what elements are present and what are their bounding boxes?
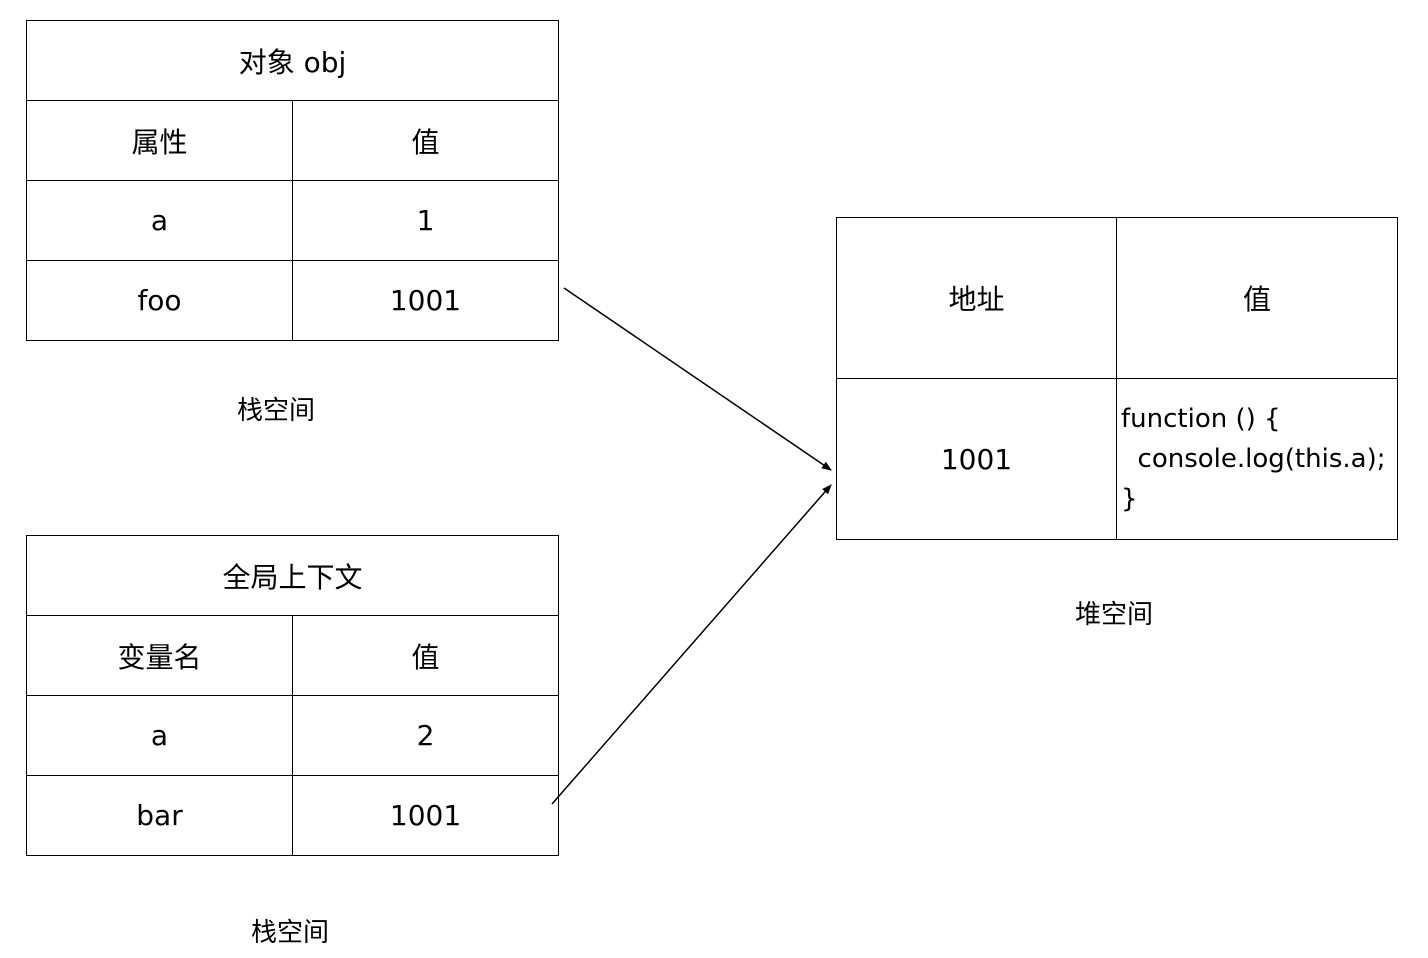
object-obj-title: 对象 obj	[26, 20, 559, 101]
global-context-row-bar-value: 1001	[291, 775, 560, 856]
global-context-header-value: 值	[291, 615, 560, 696]
object-obj-row-foo-key: foo	[26, 260, 293, 341]
object-obj-header-property: 属性	[26, 100, 293, 181]
arrow-bar-to-heap	[551, 484, 832, 805]
heap-row-function-code: function () { console.log(this.a); }	[1116, 378, 1398, 540]
heap-row-address: 1001	[836, 378, 1117, 540]
global-context-title: 全局上下文	[25, 535, 560, 616]
heap-table: 地址 值 1001 function () { console.log(this…	[836, 217, 1398, 540]
heap-header-value: 值	[1116, 217, 1398, 379]
global-context-caption: 栈空间	[251, 918, 330, 948]
object-obj-header-value: 值	[292, 100, 559, 181]
object-obj-caption: 栈空间	[237, 396, 316, 426]
global-context-row-bar-key: bar	[26, 775, 293, 856]
global-context-row-a-value: 2	[291, 695, 560, 776]
object-obj-row-foo-value: 1001	[292, 260, 559, 341]
heap-header-address: 地址	[836, 217, 1117, 379]
global-context-header-variable: 变量名	[26, 615, 293, 696]
global-context-table: 全局上下文 变量名 值 a 2 bar 1001	[25, 535, 560, 856]
arrow-foo-to-heap	[563, 287, 832, 471]
object-obj-table: 对象 obj 属性 值 a 1 foo 1001	[26, 20, 559, 341]
heap-caption: 堆空间	[1075, 600, 1154, 630]
